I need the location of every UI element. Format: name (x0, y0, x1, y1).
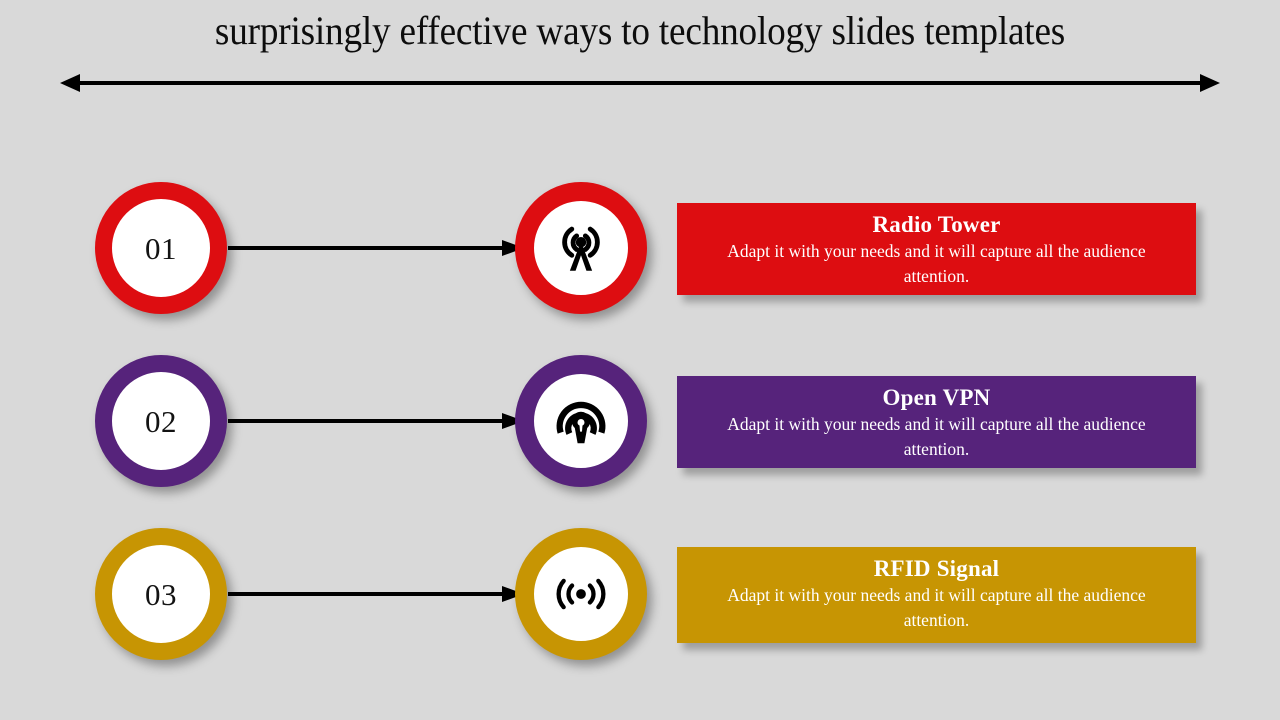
connector-arrow-3 (228, 582, 524, 606)
process-row-2: 02 Open VPN Adapt it with your needs and… (0, 333, 1280, 509)
process-row-1: 01 Radio Tower Adapt i (0, 160, 1280, 336)
openvpn-shield-icon (556, 401, 606, 444)
info-panel-title-1: Radio Tower (872, 212, 1001, 237)
step-icon-circle-3[interactable] (515, 528, 647, 660)
info-panel-title-3: RFID Signal (873, 556, 1000, 581)
info-panel-body-3: Adapt it with your needs and it will cap… (727, 585, 1146, 630)
double-headed-arrow-icon (60, 74, 1220, 92)
step-number-circle-1[interactable]: 01 (95, 182, 227, 314)
info-panel-title-2: Open VPN (882, 385, 991, 410)
step-number-circle-3[interactable]: 03 (95, 528, 227, 660)
info-panel-1[interactable]: Radio Tower Adapt it with your needs and… (677, 203, 1196, 295)
step-number-label-2: 02 (145, 403, 177, 439)
step-icon-circle-1[interactable] (515, 182, 647, 314)
process-row-3: 03 RFID Signal Adapt it with yo (0, 506, 1280, 682)
step-number-circle-2[interactable]: 02 (95, 355, 227, 487)
step-icon-circle-2[interactable] (515, 355, 647, 487)
rfid-signal-icon (556, 578, 606, 610)
connector-arrow-2 (228, 409, 524, 433)
title-divider-arrow (60, 70, 1220, 96)
radio-tower-icon (562, 226, 600, 271)
info-panel-3[interactable]: RFID Signal Adapt it with your needs and… (677, 547, 1196, 643)
page-title: surprisingly effective ways to technolog… (214, 8, 1066, 53)
info-panel-body-2: Adapt it with your needs and it will cap… (727, 414, 1146, 459)
right-arrow-icon (228, 586, 524, 602)
step-number-label-3: 03 (145, 576, 177, 612)
step-number-label-1: 01 (145, 230, 177, 266)
info-panel-body-1: Adapt it with your needs and it will cap… (727, 241, 1146, 286)
right-arrow-icon (228, 240, 524, 256)
connector-arrow-1 (228, 236, 524, 260)
info-panel-2[interactable]: Open VPN Adapt it with your needs and it… (677, 376, 1196, 468)
right-arrow-icon (228, 413, 524, 429)
